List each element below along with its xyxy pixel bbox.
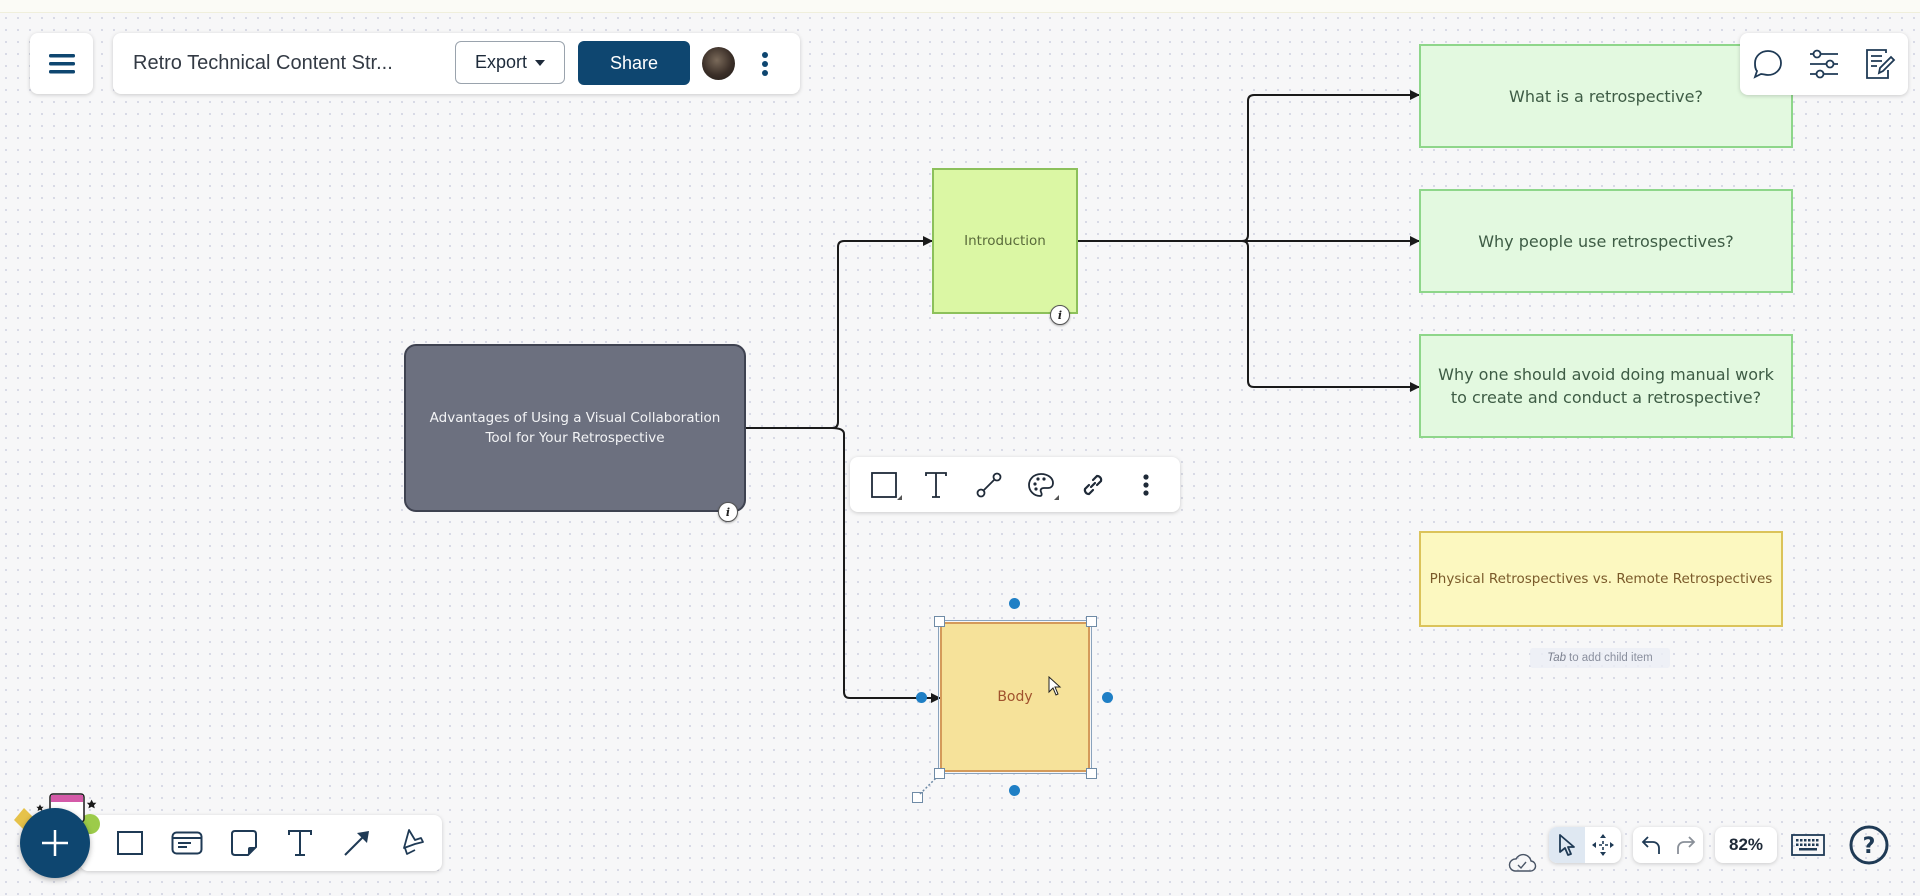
- resize-handle-bottom-right[interactable]: [1086, 768, 1097, 779]
- add-child-hint: Tab to add child item: [1530, 648, 1670, 668]
- rectangle-icon: [117, 831, 144, 855]
- hamburger-icon: [48, 53, 75, 73]
- mindmap-node-body[interactable]: Body: [940, 622, 1090, 772]
- main-menu-button[interactable]: [30, 33, 93, 94]
- shape-icon: [871, 471, 898, 498]
- rotate-handle-line: [919, 777, 937, 795]
- hint-key: Tab: [1547, 652, 1566, 664]
- notes-icon: [1866, 49, 1896, 79]
- history-group: [1633, 827, 1703, 863]
- mindmap-node-introduction[interactable]: Introduction: [932, 168, 1078, 314]
- move-icon: [1592, 834, 1614, 856]
- more-options-button[interactable]: [753, 47, 777, 80]
- insert-shape-button[interactable]: [102, 821, 159, 865]
- connect-handle-right[interactable]: [1102, 692, 1113, 703]
- select-tool-button[interactable]: [1549, 827, 1585, 863]
- connect-handle-bottom[interactable]: [1009, 785, 1020, 796]
- node-context-toolbar: [850, 457, 1180, 512]
- export-button[interactable]: Export: [455, 41, 565, 84]
- mindmap-node-why-avoid[interactable]: Why one should avoid doing manual work t…: [1419, 334, 1793, 438]
- pen-icon: [402, 829, 424, 855]
- shape-button[interactable]: [866, 467, 903, 503]
- kebab-icon: [1143, 473, 1149, 496]
- resize-handle-top-left[interactable]: [934, 616, 945, 627]
- link-icon: [1084, 474, 1103, 495]
- share-button[interactable]: Share: [578, 41, 690, 85]
- edge-intro-avoid: [1241, 240, 1420, 392]
- node-text: Advantages of Using a Visual Collaborati…: [429, 410, 721, 446]
- node-text: Introduction: [964, 233, 1046, 249]
- undo-button[interactable]: [1633, 827, 1668, 863]
- comment-icon: [1753, 50, 1782, 79]
- draw-button[interactable]: [385, 821, 442, 865]
- node-text: Why people use retrospectives?: [1478, 231, 1734, 251]
- insert-text-button[interactable]: [272, 821, 329, 865]
- text-style-button[interactable]: [918, 467, 954, 503]
- arrow-icon: [344, 831, 370, 856]
- mindmap-node-physical-vs-remote[interactable]: Physical Retrospectives vs. Remote Retro…: [1419, 531, 1783, 627]
- undo-icon: [1641, 836, 1660, 854]
- link-button[interactable]: [1075, 467, 1111, 503]
- sticky-note-icon: [230, 830, 257, 856]
- redo-button[interactable]: [1668, 827, 1703, 863]
- info-icon[interactable]: i: [718, 502, 738, 522]
- user-avatar[interactable]: [702, 47, 735, 80]
- text-icon: [925, 471, 948, 498]
- mindmap-node-why-people[interactable]: Why people use retrospectives?: [1419, 189, 1793, 293]
- color-button[interactable]: [1023, 467, 1060, 503]
- keyboard-shortcuts-button[interactable]: [1790, 830, 1826, 860]
- zoom-level-button[interactable]: 82%: [1715, 827, 1777, 863]
- add-button[interactable]: [20, 808, 90, 878]
- connect-handle-top[interactable]: [1009, 598, 1020, 609]
- node-text: Body: [997, 689, 1033, 705]
- node-text: What is a retrospective?: [1509, 86, 1703, 106]
- connector-button[interactable]: [971, 467, 1007, 503]
- edge-intro-what: [1078, 90, 1420, 242]
- comments-button[interactable]: [1752, 48, 1784, 80]
- pointer-icon: [1559, 834, 1575, 856]
- canvas-tool-group: [1549, 827, 1621, 863]
- document-header: Retro Technical Content Str... Export Sh…: [113, 33, 800, 94]
- top-border: [0, 0, 1920, 13]
- document-title[interactable]: Retro Technical Content Str...: [133, 52, 393, 74]
- insert-card-button[interactable]: [159, 821, 216, 865]
- text-icon: [288, 830, 313, 856]
- redo-icon: [1676, 836, 1695, 854]
- pan-tool-button[interactable]: [1585, 827, 1621, 863]
- kebab-icon: [762, 51, 768, 76]
- help-button[interactable]: ?: [1849, 825, 1889, 865]
- connector-icon: [976, 472, 1002, 497]
- plus-icon: [42, 830, 68, 856]
- notes-button[interactable]: [1864, 48, 1896, 80]
- cloud-check-icon: [1508, 853, 1537, 872]
- keyboard-icon: [1791, 834, 1825, 856]
- card-icon: [171, 831, 203, 855]
- side-tools-panel: [1740, 33, 1908, 95]
- node-text: Physical Retrospectives vs. Remote Retro…: [1429, 571, 1773, 587]
- help-glyph: ?: [1863, 834, 1876, 859]
- insert-sticky-note-button[interactable]: [215, 821, 272, 865]
- info-icon[interactable]: i: [1050, 305, 1070, 325]
- rotate-handle[interactable]: [912, 792, 923, 803]
- edge-central-intro: [746, 236, 933, 429]
- export-label: Export: [474, 52, 528, 72]
- caret-down-icon: [535, 59, 546, 66]
- mindmap-node-central[interactable]: Advantages of Using a Visual Collaborati…: [404, 344, 746, 512]
- insert-connector-button[interactable]: [329, 821, 386, 865]
- connect-handle-left[interactable]: [916, 692, 927, 703]
- resize-handle-top-right[interactable]: [1086, 616, 1097, 627]
- insert-toolbar: [80, 815, 442, 871]
- palette-icon: [1028, 472, 1055, 497]
- more-options-button[interactable]: [1128, 467, 1164, 503]
- hint-text: to add child item: [1569, 652, 1653, 664]
- node-text: Why one should avoid doing manual work t…: [1438, 365, 1774, 407]
- settings-button[interactable]: [1808, 49, 1840, 79]
- help-icon: ?: [1849, 825, 1889, 865]
- sliders-icon: [1810, 49, 1838, 79]
- dropdown-indicator: [1054, 494, 1060, 500]
- resize-handle-bottom-left[interactable]: [934, 768, 945, 779]
- dropdown-indicator: [897, 494, 903, 500]
- mindmap-node-what-is[interactable]: What is a retrospective?: [1419, 44, 1793, 148]
